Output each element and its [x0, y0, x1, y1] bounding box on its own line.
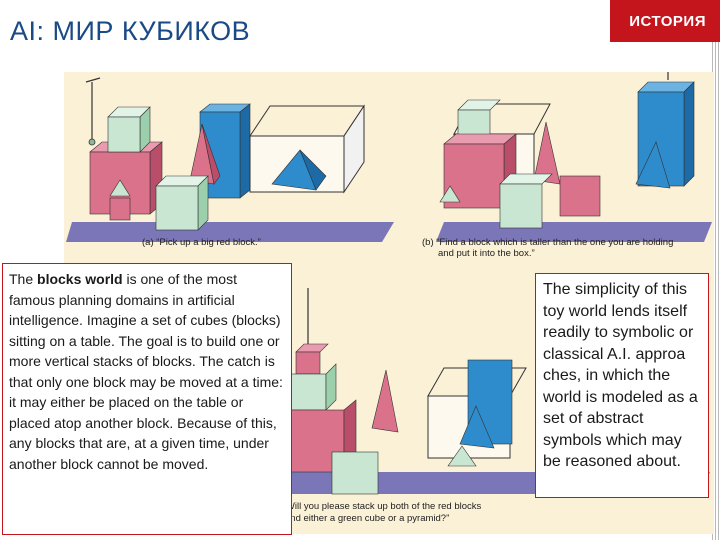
page-title: AI: МИР КУБИКОВ [10, 16, 251, 46]
caption-c-line1: (c) “Will you please stack up both of th… [269, 501, 482, 512]
red-pyramid-b [533, 121, 561, 185]
caption-b-line2: and put it into the box.” [438, 248, 535, 259]
side-rail [712, 42, 720, 540]
description-body: is one of the most famous planning domai… [9, 271, 283, 472]
caption-a: (a) “Pick up a big red block.” [142, 237, 261, 248]
caption-c-line2: and either a green cube or a pyramid?” [285, 513, 450, 524]
red-block-small-b [559, 175, 601, 217]
red-pyramid-c [371, 369, 399, 433]
green-pyramid-b [439, 185, 461, 203]
blocks-world-description: The blocks world is one of the most famo… [2, 263, 292, 535]
red-block-small-a [109, 197, 131, 221]
crane-hook-a [88, 138, 96, 146]
red-block-small-c [295, 351, 321, 375]
description-term: blocks world [37, 271, 123, 287]
caption-b-line1: (b) “Find a block which is taller than t… [422, 237, 674, 248]
scene-a [66, 77, 394, 242]
green-cube-top-a [107, 116, 141, 153]
box-a [249, 104, 365, 194]
scene-b [436, 72, 712, 242]
section-tag-label: ИСТОРИЯ [629, 13, 706, 30]
green-cube-front-c [331, 451, 379, 495]
table-a [66, 222, 394, 242]
green-pyramid-c [447, 445, 477, 467]
green-cube-front-b [499, 183, 543, 229]
blue-pyramid-b [635, 141, 671, 189]
green-pyramid-a [109, 179, 131, 197]
blue-pyramid-c [459, 405, 495, 449]
section-tag: ИСТОРИЯ [610, 0, 720, 42]
simplicity-note: The simplicity of this toy world lends i… [535, 273, 709, 498]
blocks-world-illustration [66, 72, 712, 495]
description-pre: The [9, 271, 38, 287]
green-cube-front-a [155, 185, 199, 231]
green-cube-stack-c [289, 373, 327, 411]
